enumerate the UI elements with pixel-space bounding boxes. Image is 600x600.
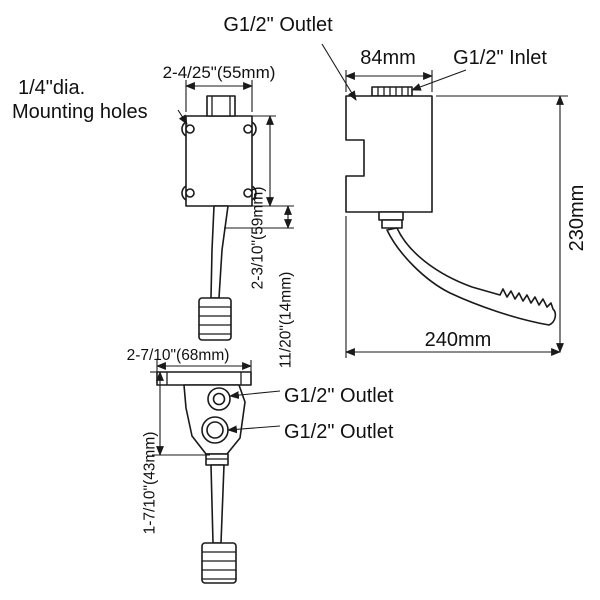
leader-outlet-1 (229, 390, 281, 400)
front-view (181, 95, 257, 341)
label-mounting-line2: Mounting holes (12, 101, 148, 123)
pedal-pivot (378, 211, 404, 221)
bottom-view (156, 371, 252, 584)
label-inlet: G1/2" Inlet (453, 47, 547, 69)
outlet-port-2-bore (206, 421, 224, 439)
label-mounting-line1: 1/4"dia. (18, 77, 85, 99)
label-dim-84mm: 84mm (360, 47, 416, 69)
leader-outlet-2 (227, 425, 281, 434)
label-outlet-side2: G1/2" Outlet (284, 421, 394, 443)
label-outlet-side1: G1/2" Outlet (284, 385, 394, 407)
foot-pedal (386, 227, 557, 326)
pedal-lever (210, 205, 229, 299)
label-dim-55mm: 2-4/25"(55mm) (163, 63, 276, 82)
pedal-pivot-nut (381, 219, 403, 229)
mounting-hole (243, 188, 253, 198)
side-view (345, 86, 557, 326)
labels: G1/2" Outlet G1/2" Inlet 84mm 2-4/25"(55… (12, 14, 588, 534)
mounting-plate (185, 115, 253, 207)
label-dim-59mm: 2-3/10"(59mm) (250, 187, 267, 290)
label-dim-43mm: 1-7/10"(43mm) (142, 432, 159, 535)
flange (156, 371, 252, 386)
mounting-hole (185, 124, 195, 134)
outlet-port-1-bore (212, 392, 226, 406)
valve-top-block (206, 95, 236, 117)
pedal-pad (198, 297, 232, 341)
label-dim-230mm: 230mm (566, 185, 588, 252)
pedal-pad-bottom (201, 542, 237, 584)
label-dim-240mm: 240mm (425, 329, 492, 351)
pedal-lever-bottom (210, 464, 225, 544)
label-dim-68mm: 2-7/10"(68mm) (127, 347, 230, 364)
valve-body (345, 95, 433, 213)
mounting-hole (243, 124, 253, 134)
leader-mounting-holes (177, 109, 188, 125)
dimension-lines (150, 43, 568, 456)
leader-inlet (411, 69, 467, 91)
mounting-hole (185, 188, 195, 198)
label-dim-14mm: 11/20"(14mm) (278, 272, 295, 369)
label-outlet-top: G1/2" Outlet (223, 14, 333, 36)
leader-outlet-top (321, 43, 357, 101)
